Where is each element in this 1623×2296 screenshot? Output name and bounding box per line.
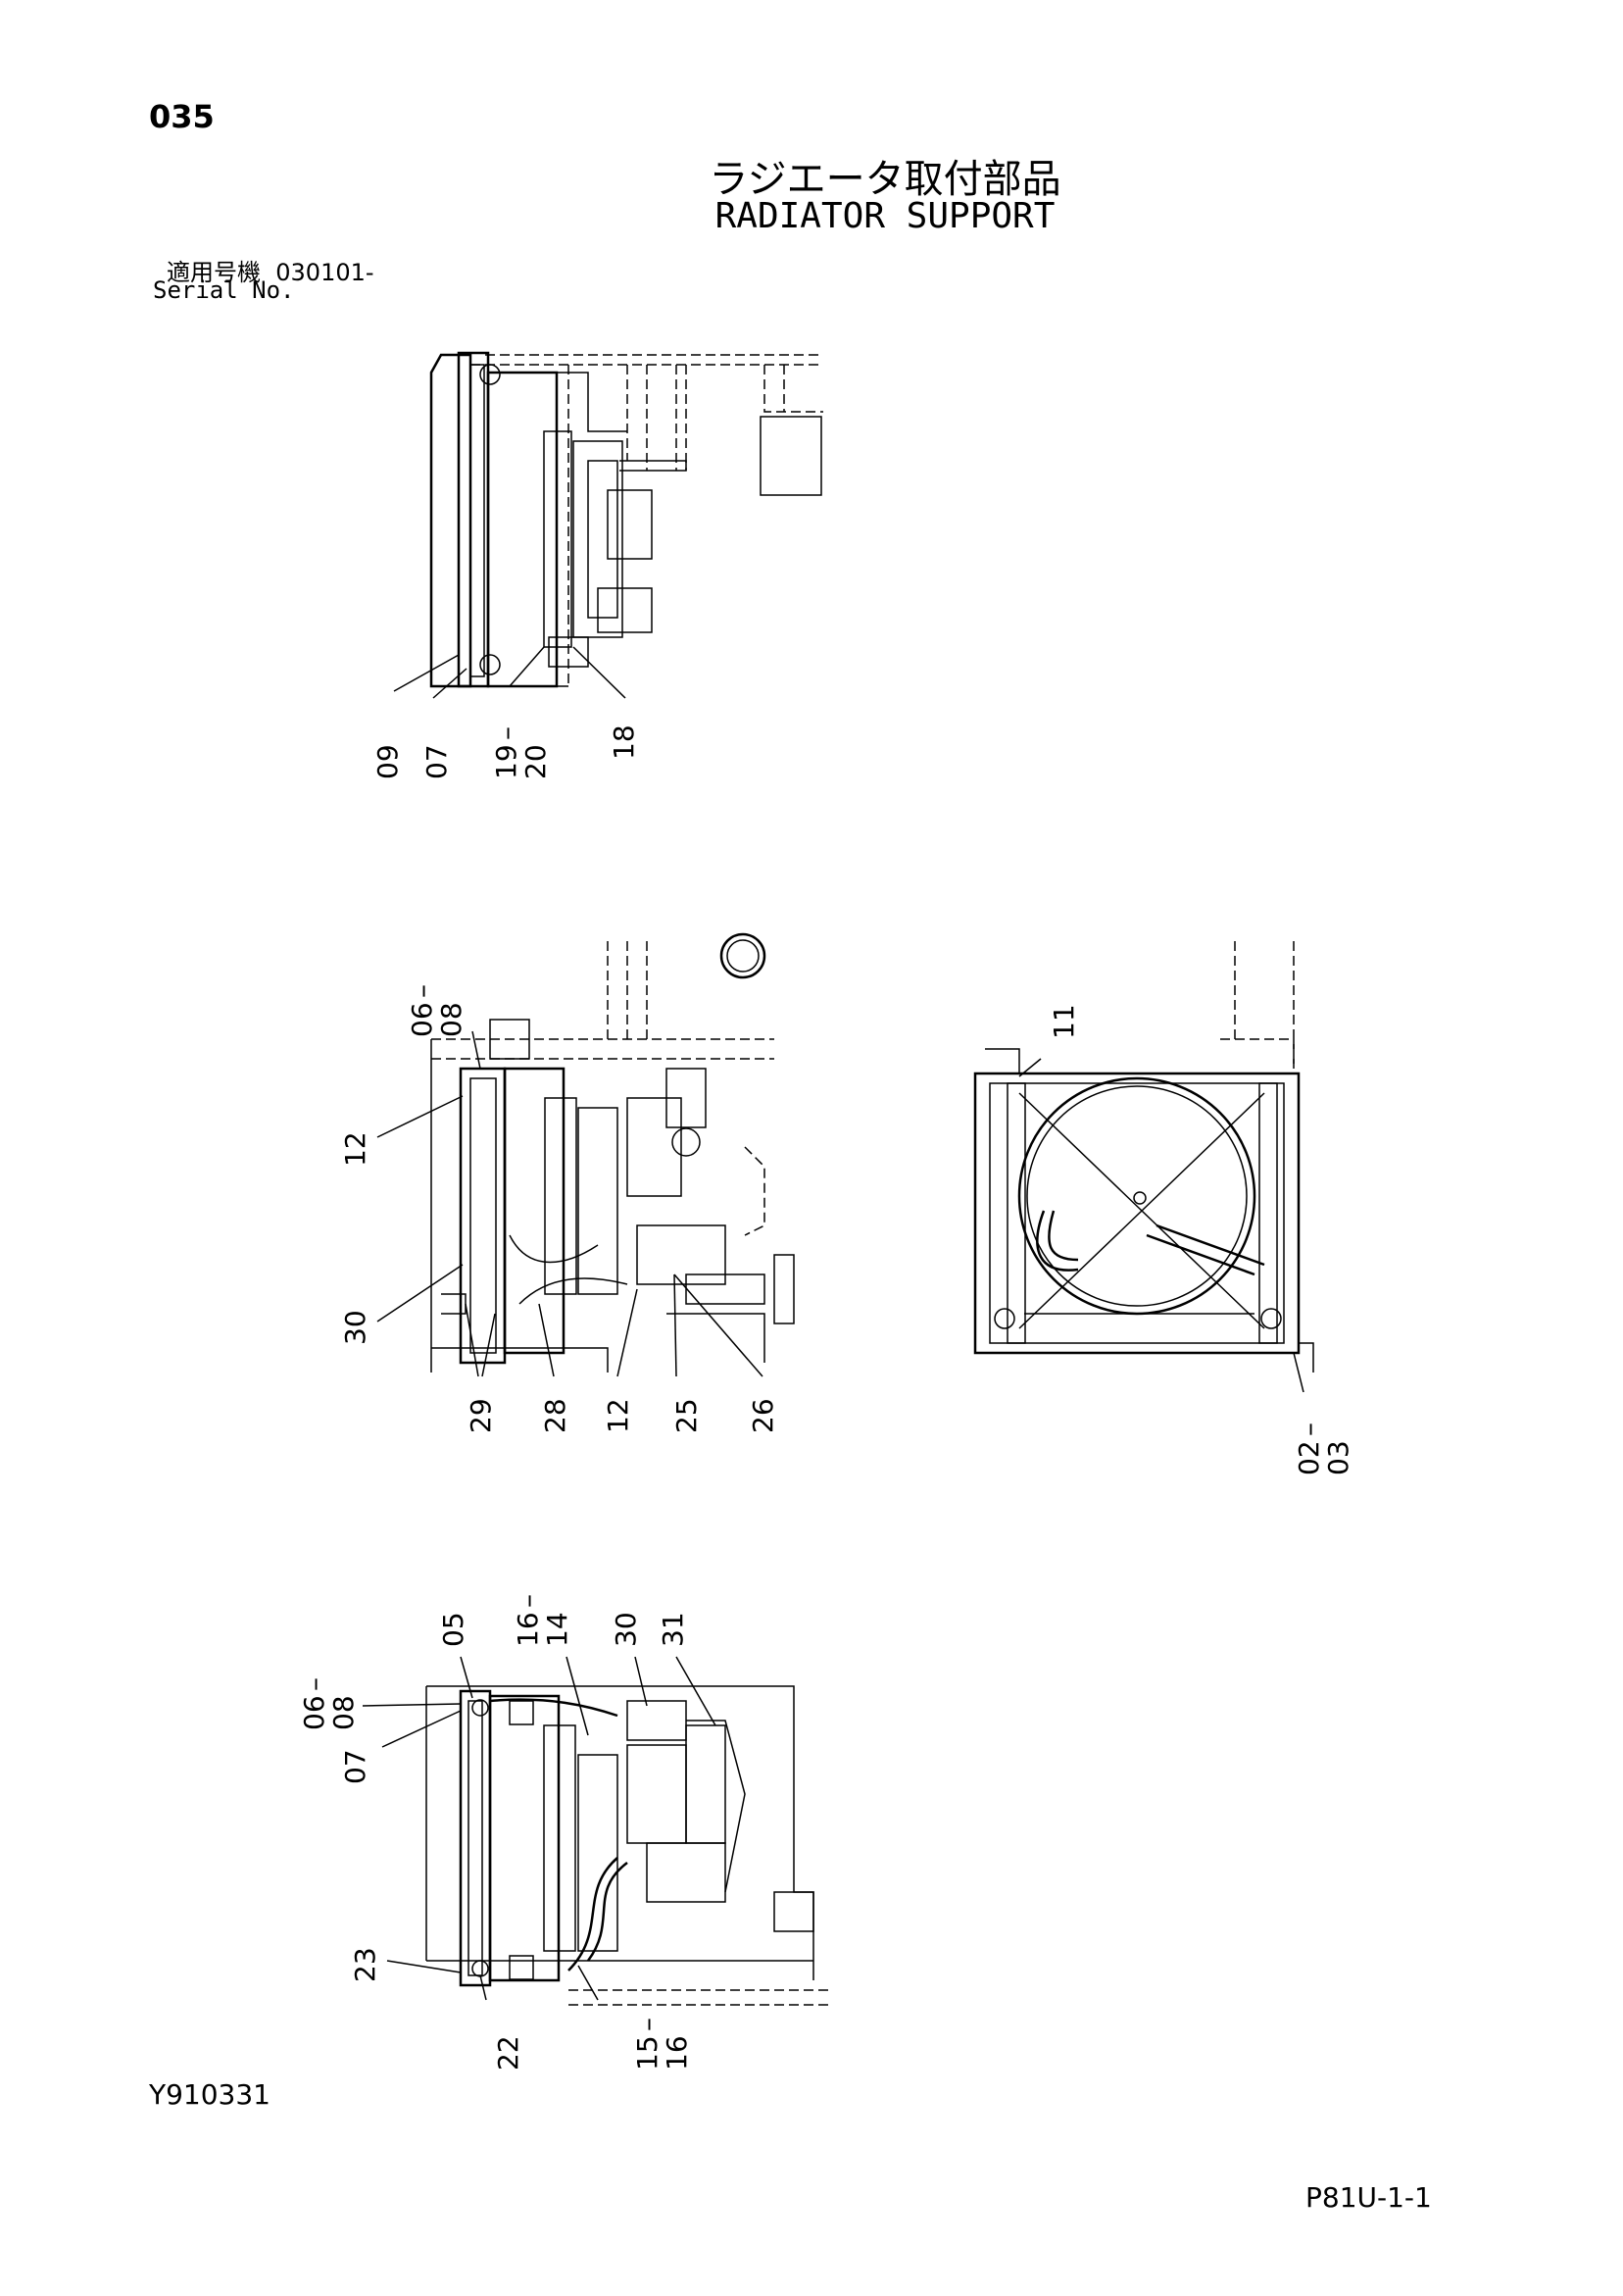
callout-22: 22 — [492, 2035, 524, 2071]
callout-29: 29 — [465, 1398, 497, 1433]
callout-25: 25 — [670, 1398, 703, 1433]
view-2-drawing — [376, 932, 795, 1377]
callout-09: 09 — [371, 744, 404, 779]
serial-value: 030101- — [275, 259, 374, 286]
callout-20: 20 — [519, 744, 552, 779]
callout-19: 19 — [490, 744, 522, 779]
view-3-drawing — [973, 941, 1314, 1393]
callout-16-lower: 16 — [661, 2035, 693, 2071]
callout-range-dash: – — [298, 1677, 330, 1691]
callout-08: 08 — [435, 1002, 467, 1037]
view-4-drawing — [362, 1656, 828, 2006]
callout-08-lower: 08 — [327, 1695, 360, 1730]
callout-16: 16 — [512, 1612, 544, 1647]
callout-06: 06 — [406, 1002, 438, 1037]
page-title-english: RADIATOR SUPPORT — [714, 196, 1056, 236]
callout-range-dash: – — [490, 726, 522, 740]
callout-range-dash: – — [512, 1594, 544, 1608]
callout-28: 28 — [539, 1398, 571, 1433]
page-number: 035 — [149, 98, 215, 135]
callout-31: 31 — [657, 1612, 689, 1647]
page-reference: P81U-1-1 — [1305, 2181, 1432, 2214]
callout-07-lower: 07 — [339, 1749, 371, 1784]
callout-range-dash: – — [631, 2018, 664, 2031]
document-id: Y910331 — [149, 2078, 270, 2111]
callout-18: 18 — [608, 724, 640, 760]
view-1-drawing — [393, 351, 823, 699]
page-title-japanese: ラジエータ取付部品 — [709, 157, 1061, 202]
callout-30: 30 — [339, 1310, 371, 1345]
callout-12-lower: 12 — [602, 1398, 634, 1433]
callout-23: 23 — [349, 1947, 381, 1982]
callout-06-lower: 06 — [298, 1695, 330, 1730]
callout-05: 05 — [437, 1612, 469, 1647]
callout-03: 03 — [1322, 1440, 1354, 1475]
callout-26: 26 — [747, 1398, 779, 1433]
callout-02: 02 — [1293, 1440, 1325, 1475]
callout-12: 12 — [339, 1131, 371, 1167]
serial-label: 適用号機 030101- — [167, 253, 374, 287]
serial-label-jp: 適用号機 — [167, 259, 261, 286]
callout-range-dash: – — [406, 984, 438, 998]
callout-11: 11 — [1048, 1004, 1080, 1039]
callout-14: 14 — [541, 1612, 573, 1647]
serial-label-english: Serial No. — [153, 276, 295, 304]
callout-15: 15 — [631, 2035, 664, 2071]
callout-30-lower: 30 — [610, 1612, 642, 1647]
callout-07: 07 — [420, 744, 453, 779]
callout-range-dash: – — [1293, 1423, 1325, 1436]
